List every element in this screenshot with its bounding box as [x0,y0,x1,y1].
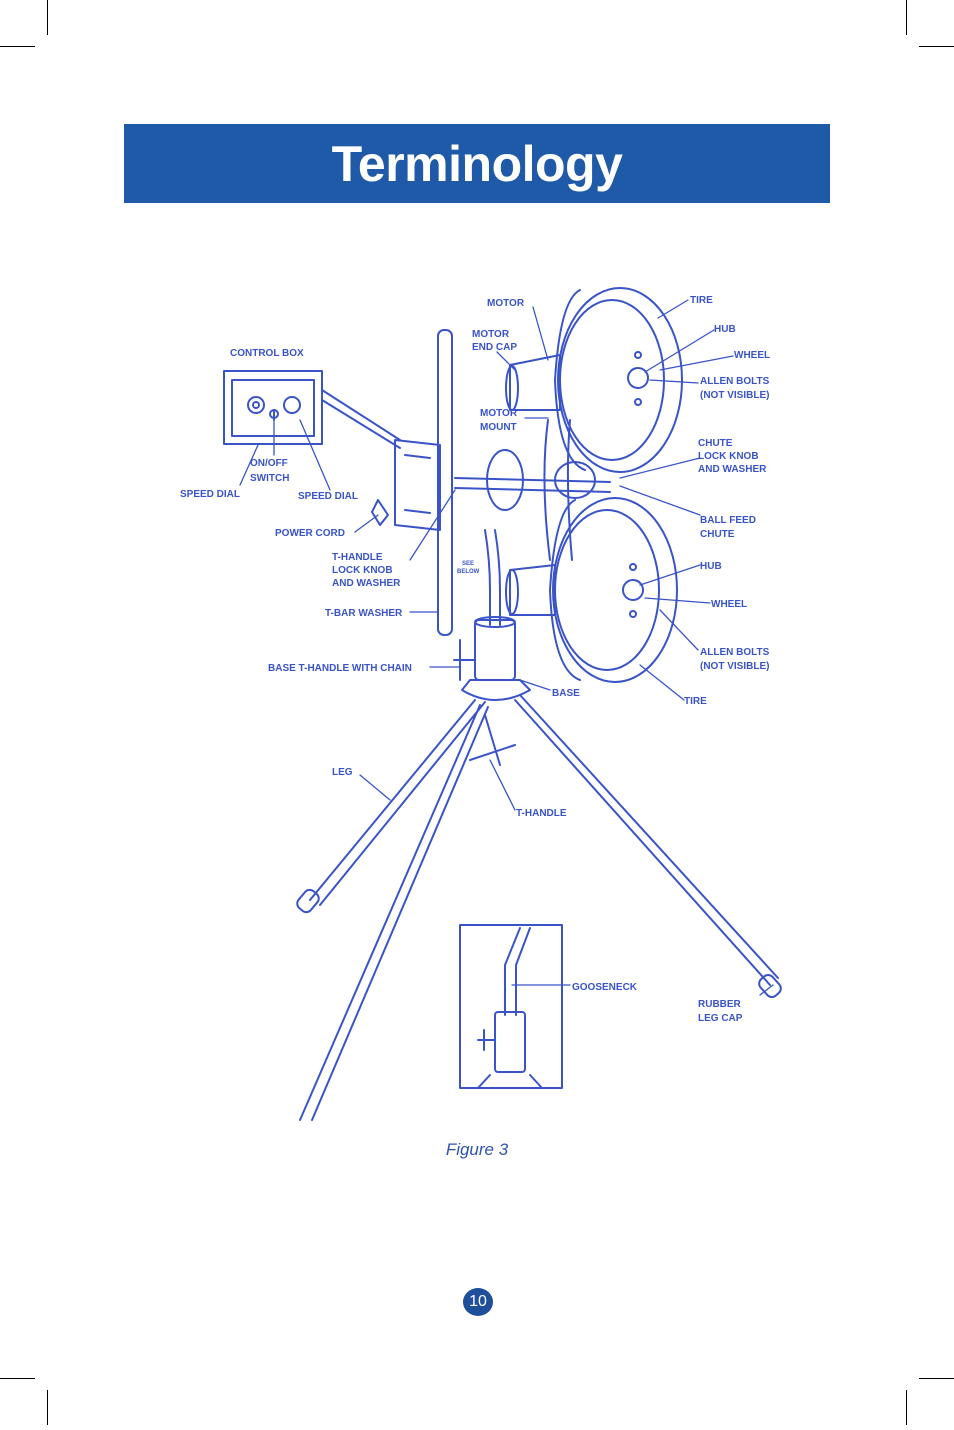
label-control-box: CONTROL BOX [230,348,304,359]
label-base: BASE [552,688,580,699]
label-gooseneck: GOOSENECK [572,982,638,993]
label-rubber-leg-cap: LEG CAP [698,1013,743,1024]
bottom-motor [505,564,556,616]
crop-mark [0,1378,35,1379]
bottom-tire [549,497,678,683]
ball-feed-chute [454,477,611,483]
control-box-inset [223,370,323,445]
label-chute-lock-knob: AND WASHER [698,464,767,475]
label-t-handle-lock-knob: AND WASHER [332,578,401,589]
label-on-off-switch: ON/OFF [250,458,288,469]
label-t-bar-washer: T-BAR WASHER [325,608,403,619]
crop-mark [919,1378,954,1379]
label-allen-bolts-bottom: (NOT VISIBLE) [700,661,769,672]
label-ball-feed-chute: BALL FEED [700,515,756,526]
label-power-cord: POWER CORD [275,528,345,539]
base [453,616,531,701]
page-number-badge: 10 [463,1288,493,1316]
label-wheel-bottom: WHEEL [711,599,747,610]
label-motor-end-cap: END CAP [472,342,517,353]
label-wheel-top: WHEEL [734,350,770,361]
crop-mark [47,0,48,35]
crop-mark [919,46,954,47]
label-t-handle: T-HANDLE [516,808,567,819]
label-tire-top: TIRE [690,295,713,306]
title-banner: Terminology [124,124,830,203]
label-tire-bottom: TIRE [684,696,707,707]
label-motor: MOTOR [487,298,525,309]
label-allen-bolts-bottom: ALLEN BOLTS [700,647,770,658]
label-motor-mount: MOTOR [480,408,518,419]
label-t-handle-lock-knob: LOCK KNOB [332,565,393,576]
crop-mark [906,1390,907,1425]
label-motor-mount: MOUNT [480,422,517,433]
figure-caption: Figure 3 [445,1140,509,1159]
label-allen-bolts-top: (NOT VISIBLE) [700,390,769,401]
label-hub-bottom: HUB [700,561,722,572]
label-t-handle-lock-knob: T-HANDLE [332,552,383,563]
label-chute-lock-knob: LOCK KNOB [698,451,759,462]
label-allen-bolts-top: ALLEN BOLTS [700,376,770,387]
t-bar [437,329,453,636]
crop-mark [0,46,35,47]
label-speed-dial-right: SPEED DIAL [298,491,358,502]
gooseneck [484,529,491,626]
motor-mount [543,419,551,561]
top-motor [505,354,561,411]
label-rubber-leg-cap: RUBBER [698,999,742,1010]
label-on-off-switch: SWITCH [250,473,289,484]
gooseneck-inset [459,924,563,1089]
label-see-below: BELOW [457,569,480,575]
label-motor-end-cap: MOTOR [472,329,510,340]
crop-mark [47,1390,48,1425]
label-ball-feed-chute: CHUTE [700,529,735,540]
legs [296,694,782,1121]
label-see-below: SEE [462,561,474,567]
label-hub-top: HUB [714,324,736,335]
label-leg: LEG [332,767,353,778]
label-chute-lock-knob: CHUTE [698,438,733,449]
page-title: Terminology [331,135,623,192]
label-base-t-handle: BASE T-HANDLE WITH CHAIN [268,663,412,674]
crop-mark [906,0,907,35]
label-speed-dial-left: SPEED DIAL [180,489,240,500]
